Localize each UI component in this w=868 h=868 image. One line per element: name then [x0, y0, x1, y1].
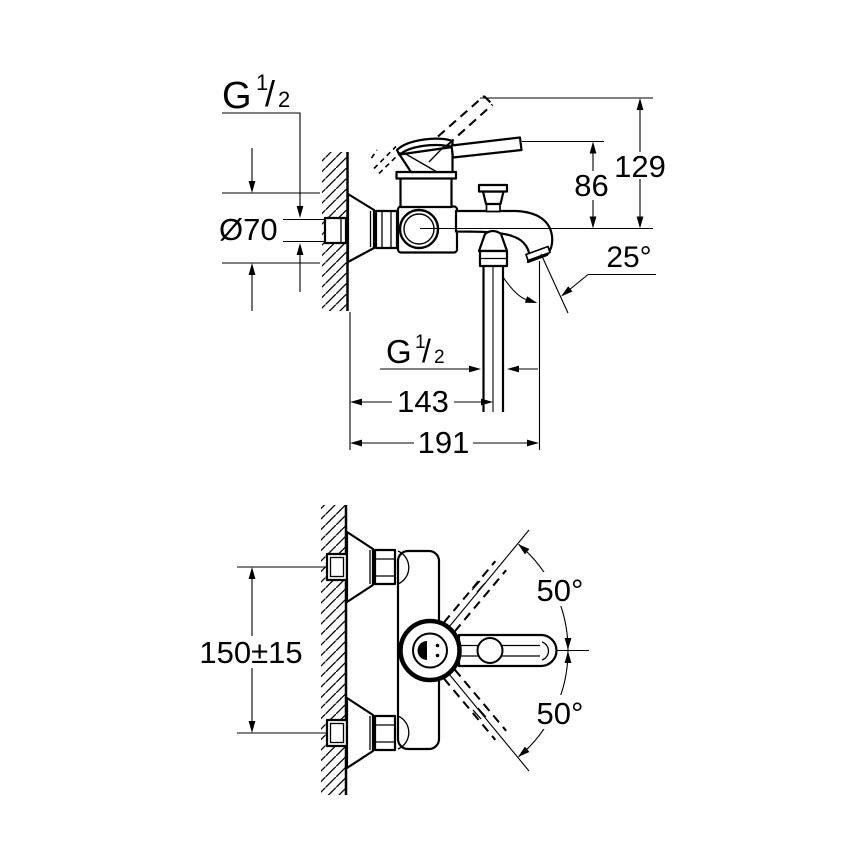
svg-text:1: 1	[415, 332, 426, 353]
break-mark-lower	[472, 707, 487, 720]
body-column	[399, 176, 453, 209]
lever-handle-plan	[457, 633, 558, 668]
dim-25deg: 25°	[606, 241, 651, 274]
inlet-union-in-wall	[323, 216, 348, 245]
dim-86: 86	[574, 168, 608, 203]
dim-129: 129	[614, 149, 666, 184]
plan-view: 50° 50° 150±15	[199, 505, 589, 795]
dim-g-half-top: G	[222, 75, 252, 117]
svg-text:2: 2	[434, 347, 445, 368]
svg-text:2: 2	[278, 87, 290, 112]
dome-rotated-ghost	[370, 145, 402, 175]
cartridge-dome	[395, 137, 454, 174]
dimension-spout-angle: 25°	[502, 241, 656, 314]
break-mark-upper	[471, 580, 486, 593]
wall-hatching-plan	[321, 505, 346, 795]
dim-143: 143	[397, 384, 449, 419]
svg-text:/: /	[265, 73, 275, 114]
cartridge-stem	[417, 641, 427, 660]
cartridge-circle	[398, 618, 462, 683]
dim-diameter-70: Ø70	[219, 212, 278, 247]
dim-191: 191	[418, 425, 470, 460]
handle-boss	[476, 637, 504, 664]
dim-g-half-bottom: G	[386, 333, 412, 370]
dim-50deg-lower: 50°	[537, 696, 584, 731]
dim-50deg-upper: 50°	[537, 573, 584, 608]
spout-swivel-arc	[502, 276, 527, 301]
hose-connection-nut	[478, 249, 509, 268]
side-view: G 1 / 2 Ø70 86 129	[219, 70, 666, 460]
escutcheon	[346, 192, 376, 264]
lower-inlet-union	[325, 696, 397, 770]
dim-150pm15: 150±15	[199, 635, 302, 670]
svg-text:1: 1	[256, 70, 268, 95]
hose-pipe	[482, 266, 505, 412]
dimension-center-distance: 150±15	[199, 566, 327, 734]
dimension-escutcheon-diameter: Ø70	[219, 148, 320, 311]
dimension-wall-thread: G 1 / 2	[222, 70, 325, 292]
svg-text:/: /	[422, 333, 431, 369]
wall-section-plan	[321, 505, 348, 795]
dimension-heights: 86 129	[480, 97, 666, 229]
lever-handle	[450, 136, 523, 159]
lever-handle-raised-ghost	[437, 95, 494, 147]
lever-swing-ghosts	[443, 529, 530, 772]
dimension-depths: 143 191	[349, 261, 541, 460]
diverter-knob	[477, 183, 509, 213]
dimension-lever-swing: 50° 50°	[518, 543, 589, 758]
aerator	[525, 245, 551, 262]
hex-nut	[374, 209, 399, 250]
dimension-hose-thread: G 1 / 2	[380, 332, 538, 373]
hose-connection-boss	[477, 229, 509, 253]
